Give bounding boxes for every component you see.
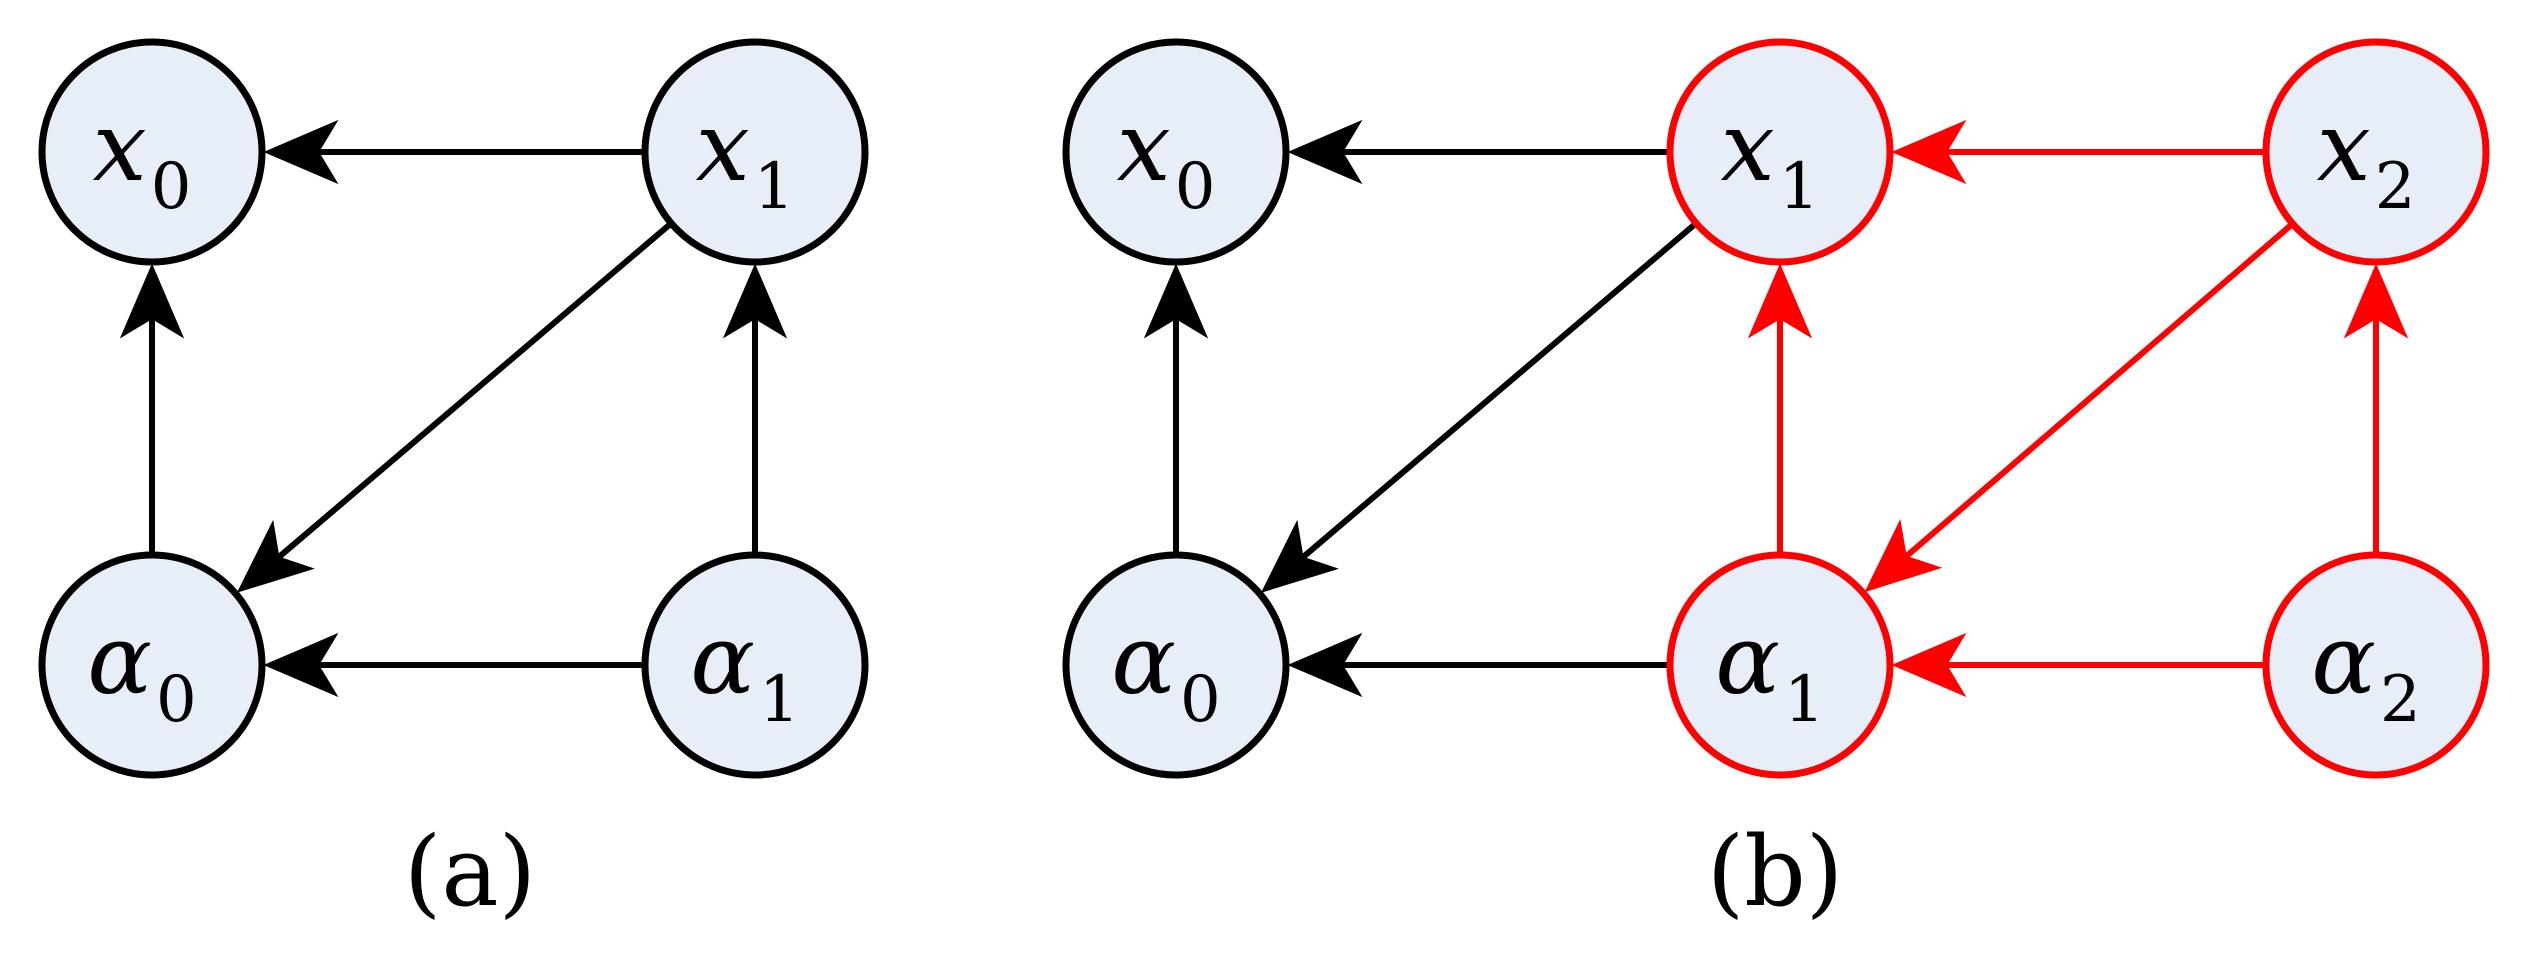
panel-b-node-x0: x0 <box>1062 38 1290 266</box>
node-symbol: x1 <box>1721 91 1820 224</box>
node-symbol-main: α <box>87 604 152 716</box>
node-circle <box>1666 551 1894 779</box>
node-circle <box>641 551 869 779</box>
arrowhead-icon <box>1260 519 1339 593</box>
node-symbol-main: x <box>1721 91 1775 203</box>
arrowhead-icon <box>1747 263 1813 339</box>
arrowhead-icon <box>1287 632 1363 698</box>
arrowhead-icon <box>722 263 788 339</box>
node-symbol-main: x <box>1117 91 1171 203</box>
edge-line <box>276 222 672 560</box>
node-symbol: x0 <box>1117 91 1216 224</box>
panel-b-edge-a0-to-x0 <box>1143 263 1209 553</box>
panel-b-caption: (b) <box>1707 816 1843 928</box>
node-subscript: 1 <box>1779 150 1820 224</box>
node-symbol-main: x <box>93 91 147 203</box>
panel-b-edge-x2-to-x1 <box>1891 119 2264 185</box>
panel-a-edge-a0-to-x0 <box>119 263 185 553</box>
node-symbol: α0 <box>1111 604 1221 737</box>
node-subscript: 0 <box>156 663 197 737</box>
panel-a-edge-x1-to-x0 <box>263 119 643 185</box>
panel-b-edge-a2-to-a1 <box>1891 632 2264 698</box>
panel-b-edge-a1-to-a0 <box>1287 632 1668 698</box>
node-subscript: 0 <box>1180 663 1221 737</box>
panel-b-edge-x2-to-a1 <box>1864 222 2294 593</box>
node-circle <box>38 38 266 266</box>
arrowhead-icon <box>1891 119 1967 185</box>
node-symbol-main: α <box>1715 604 1780 716</box>
panel-b-node-a1: α1 <box>1666 551 1894 779</box>
node-symbol-main: x <box>696 91 750 203</box>
panel-a-node-x0: x0 <box>38 38 266 266</box>
edge-line <box>1903 222 2294 559</box>
node-symbol-main: α <box>2311 604 2376 716</box>
arrowhead-icon <box>236 519 315 593</box>
arrowhead-icon <box>1143 263 1209 339</box>
panel-b-node-x2: x2 <box>2262 38 2490 266</box>
panel-b-node-a2: α2 <box>2262 551 2490 779</box>
panel-a-edge-x1-to-a0 <box>236 222 672 593</box>
panel-a-edge-a1-to-x1 <box>722 263 788 553</box>
node-subscript: 1 <box>759 663 800 737</box>
panel-b-edge-x1-to-x0 <box>1287 119 1668 185</box>
panel-a-edge-a1-to-a0 <box>263 632 643 698</box>
panel-b-edge-a1-to-x1 <box>1747 263 1813 553</box>
arrowhead-icon <box>119 263 185 339</box>
node-symbol: α1 <box>690 604 800 737</box>
node-symbol: x2 <box>2317 91 2416 224</box>
edges-layer <box>119 119 2409 698</box>
node-subscript: 2 <box>2375 150 2416 224</box>
node-circle <box>1666 38 1894 266</box>
node-circle <box>1062 551 1290 779</box>
node-symbol: x1 <box>696 91 795 224</box>
node-subscript: 2 <box>2380 663 2421 737</box>
node-symbol-main: x <box>2317 91 2371 203</box>
panel-b-node-x1: x1 <box>1666 38 1894 266</box>
node-circle <box>1062 38 1290 266</box>
arrowhead-icon <box>263 632 339 698</box>
edge-line <box>1300 222 1697 560</box>
node-circle <box>641 38 869 266</box>
arrowhead-icon <box>1864 519 1943 593</box>
panel-a-node-a1: α1 <box>641 551 869 779</box>
arrowhead-icon <box>2343 263 2409 339</box>
node-circle <box>2262 551 2490 779</box>
node-symbol-main: α <box>1111 604 1176 716</box>
node-symbol: x0 <box>93 91 192 224</box>
node-symbol: α0 <box>87 604 197 737</box>
panel-b-edge-x1-to-a0 <box>1260 222 1697 593</box>
node-subscript: 0 <box>151 150 192 224</box>
panel-b-node-a0: α0 <box>1062 551 1290 779</box>
arrowhead-icon <box>1891 632 1967 698</box>
node-symbol-main: α <box>690 604 755 716</box>
node-circle <box>38 551 266 779</box>
node-symbol: α2 <box>2311 604 2421 737</box>
arrowhead-icon <box>263 119 339 185</box>
panel-b-edge-a2-to-x2 <box>2343 263 2409 553</box>
node-subscript: 0 <box>1175 150 1216 224</box>
node-subscript: 1 <box>754 150 795 224</box>
node-circle <box>2262 38 2490 266</box>
panel-a-node-x1: x1 <box>641 38 869 266</box>
node-symbol: α1 <box>1715 604 1825 737</box>
panel-a-caption: (a) <box>404 816 536 928</box>
panel-a-node-a0: α0 <box>38 551 266 779</box>
node-subscript: 1 <box>1784 663 1825 737</box>
arrowhead-icon <box>1287 119 1363 185</box>
